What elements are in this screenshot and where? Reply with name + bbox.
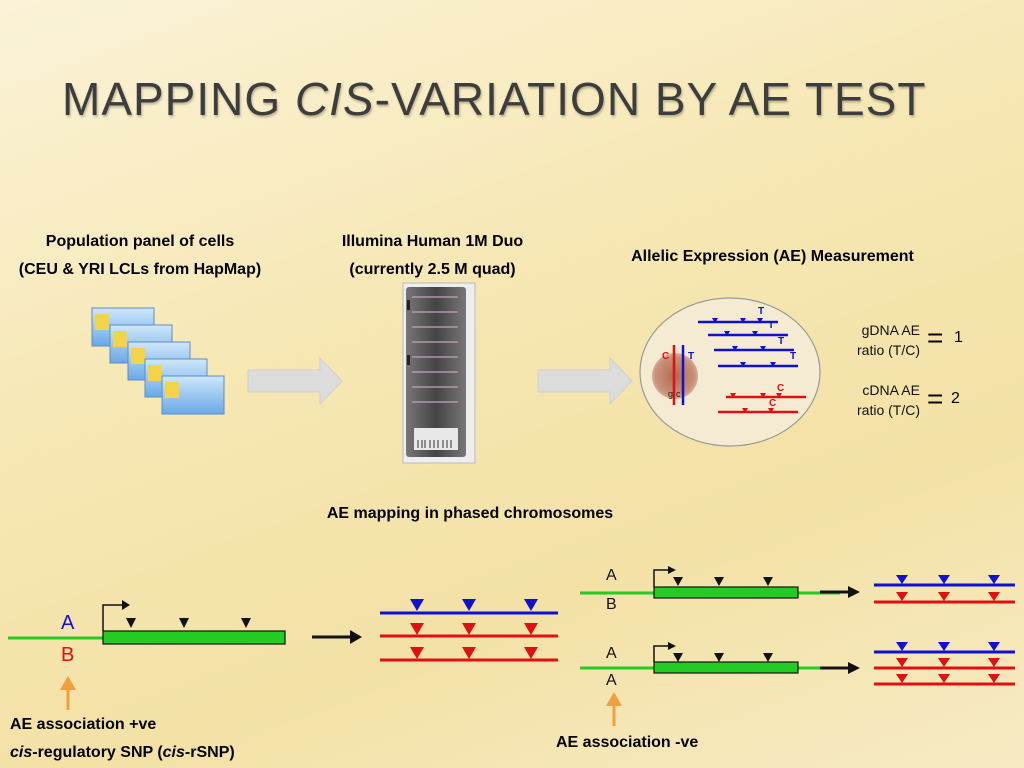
rsnp-label: cis-regulatory SNP (cis-rSNP): [10, 744, 235, 761]
flask-5: [161, 375, 225, 415]
slide-title: MAPPING CIS-VARIATION BY AE TEST: [62, 73, 927, 125]
right-top-allele-b: B: [606, 596, 617, 613]
left-rsnp-arrow: [60, 676, 76, 710]
left-phased-reads: [380, 599, 558, 662]
left-gene-model: [8, 600, 362, 645]
ae-measurement-label: Allelic Expression (AE) Measurement: [631, 248, 914, 265]
read-t-1: T: [758, 306, 765, 317]
right-bottom-allele-a1: A: [606, 645, 617, 662]
right-top-phased-reads: [874, 575, 1015, 604]
cdna-value: 2: [951, 390, 960, 407]
left-allele-b: B: [61, 644, 75, 666]
right-top-gene-model: [580, 566, 860, 599]
read-c-2: C: [769, 398, 777, 409]
cell-culture-flasks: [91, 307, 225, 415]
illumina-chip: [402, 282, 476, 464]
left-allele-a: A: [61, 612, 75, 634]
gdna-equals: =: [927, 322, 944, 353]
right-assoc-label: AE association -ve: [556, 734, 699, 751]
allele-t-label: T: [688, 351, 695, 362]
read-t-4: T: [790, 351, 797, 362]
allele-lower-c-label: c: [676, 389, 681, 399]
right-bottom-gene-model: [580, 642, 860, 674]
process-arrow-1: [247, 356, 343, 406]
chip-label: Illumina Human 1M Duo(currently 2.5 M qu…: [341, 233, 524, 278]
process-arrow-2: [537, 356, 633, 406]
read-t-2: T: [768, 320, 775, 331]
panel-label: Population panel of cells(CEU & YRI LCLs…: [18, 233, 262, 278]
gdna-value: 1: [954, 329, 963, 346]
right-bottom-phased-reads: [874, 642, 1015, 686]
mapping-label: AE mapping in phased chromosomes: [326, 505, 614, 522]
right-top-allele-a: A: [606, 567, 617, 584]
read-c-1: C: [777, 383, 785, 394]
cdna-equals: =: [927, 383, 944, 414]
right-bottom-allele-a2: A: [606, 672, 617, 689]
read-t-3: T: [778, 336, 785, 347]
ae-measurement-ellipse: [639, 297, 821, 447]
allele-c-label: C: [662, 351, 670, 362]
allele-g-label: g: [668, 389, 674, 399]
right-snp-arrow: [606, 692, 622, 726]
left-assoc-label: AE association +ve: [10, 716, 157, 733]
